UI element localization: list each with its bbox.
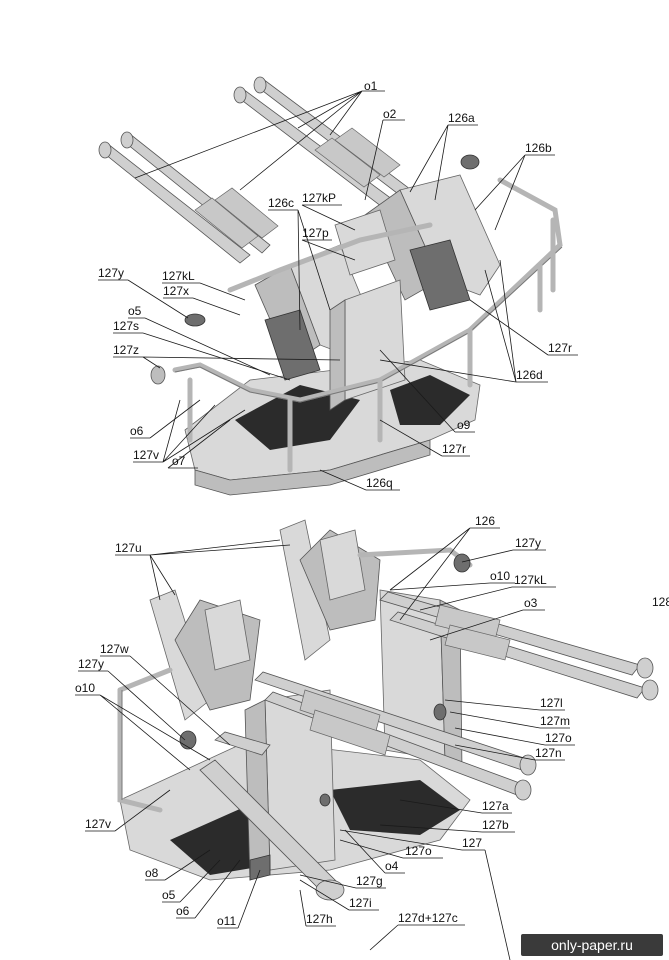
label-o9: o9 [457,418,471,432]
label-o10-a: o10 [490,569,510,583]
label-127kP: 127kP [302,191,336,205]
label-127i: 127i [349,896,372,910]
bottom-gun-mount-illustration [117,519,659,901]
top-gun-mount-illustration [98,76,563,496]
label-o3: o3 [524,596,538,610]
label-126d: 126d [516,368,543,382]
label-127h: 127h [306,912,333,926]
label-126: 126 [475,514,495,528]
label-127m: 127m [540,714,570,728]
label-127z: 127z [113,343,139,357]
top-callouts [98,90,578,491]
label-o10-b: o10 [75,681,95,695]
label-127a: 127a [482,799,509,813]
label-o11: o11 [217,914,236,928]
label-127x: 127x [163,284,189,298]
label-127o-b: 127o [405,844,432,858]
label-128: 128 [652,595,669,609]
bottom-label-text: 126 127y 127u o10 127kL o3 128 127w 127y… [75,514,669,928]
label-127w: 127w [100,642,129,656]
label-o2: o2 [383,107,397,121]
label-o6-b: o6 [176,904,190,918]
label-o4: o4 [385,859,399,873]
label-127d-127c: 127d+127c [398,911,458,925]
label-o5-b: o5 [162,888,176,902]
label-127l: 127l [540,696,563,710]
label-o6: o6 [130,424,144,438]
label-o5: o5 [128,304,142,318]
watermark-logo: only-paper.ru [521,934,663,956]
label-126q: 126q [366,476,393,490]
label-127y: 127y [98,266,124,280]
label-127v-b: 127v [85,817,111,831]
label-126b: 126b [525,141,552,155]
label-126a: 126a [448,111,475,125]
label-127r-a: 127r [548,341,572,355]
label-127r-b: 127r [442,442,466,456]
label-o7: o7 [172,454,186,468]
label-127kL-b: 127kL [514,573,547,587]
label-127u: 127u [115,541,142,555]
label-126c: 126c [268,196,294,210]
label-127: 127 [462,836,482,850]
label-127y-b: 127y [515,536,541,550]
top-label-text: o1 o2 126a 126b 127kP 126c 127p 127y 127… [98,79,572,490]
label-127n: 127n [535,746,562,760]
label-127y-c: 127y [78,657,104,671]
label-127s: 127s [113,319,139,333]
label-127v: 127v [133,448,159,462]
bottom-callouts [75,527,575,960]
label-127p: 127p [302,226,329,240]
label-127g: 127g [356,874,383,888]
label-127o-a: 127o [545,731,572,745]
label-127b: 127b [482,818,509,832]
label-o1: o1 [364,79,378,93]
label-127kL: 127kL [162,269,195,283]
label-o8: o8 [145,866,159,880]
